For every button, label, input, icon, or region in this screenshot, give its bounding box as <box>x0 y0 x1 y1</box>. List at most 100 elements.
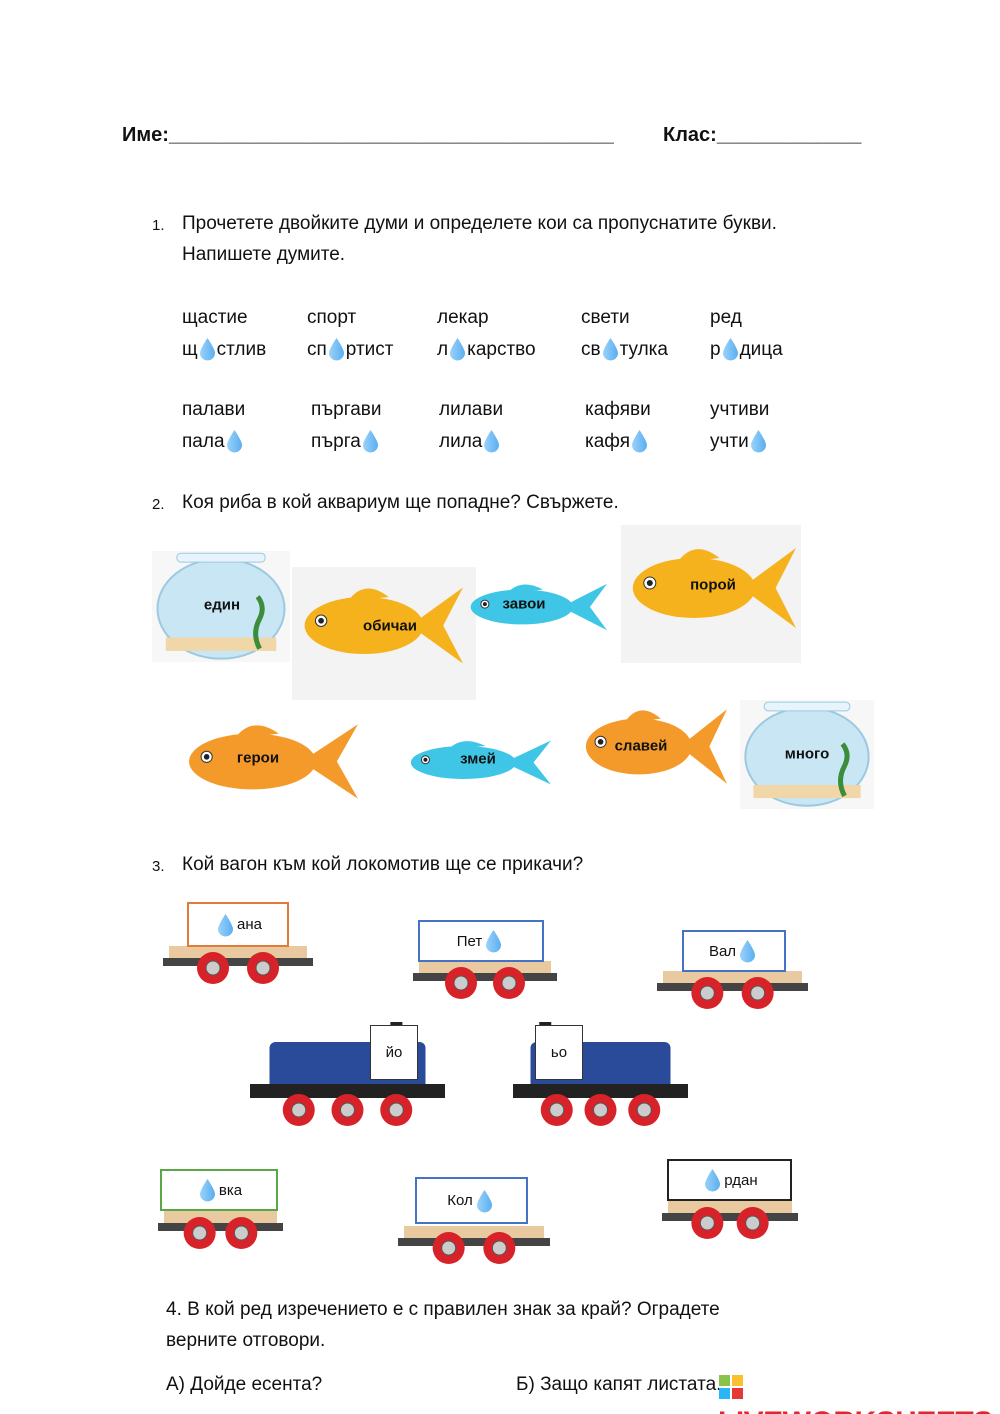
q4-text: 4. В кой ред изречението е с правилен зн… <box>166 1299 720 1320</box>
word-prefix: лила <box>439 431 483 452</box>
word-prefix: л <box>437 339 449 360</box>
fish[interactable]: завои <box>465 578 607 636</box>
word-prefix: кафя <box>585 431 631 452</box>
word-prefix: щ <box>182 339 198 360</box>
wagon-label[interactable]: вка <box>160 1169 278 1211</box>
word: лекар <box>437 307 489 328</box>
name-label: Име: <box>122 124 169 146</box>
word-prefix: пърга <box>311 431 361 452</box>
drop-icon <box>199 337 216 361</box>
word-with-gap[interactable]: лила <box>439 429 501 453</box>
fish[interactable]: герои <box>182 715 358 808</box>
wagon-suffix: ана <box>237 916 262 933</box>
wagon[interactable] <box>662 1195 798 1243</box>
fish-label: обичаи <box>363 617 417 635</box>
drop-icon <box>704 1168 721 1192</box>
word-prefix: пала <box>182 431 225 452</box>
drop-icon <box>362 429 379 453</box>
wagon-suffix: вка <box>218 1181 243 1199</box>
wagon-label[interactable]: рдан <box>667 1159 792 1201</box>
word-suffix: тулка <box>619 339 668 360</box>
class-label: Клас: <box>663 124 717 146</box>
fishbowl[interactable]: един <box>152 551 290 662</box>
drop-icon <box>449 337 466 361</box>
word-with-gap[interactable]: пала <box>182 429 244 453</box>
wagon-label[interactable]: Вал <box>682 930 786 972</box>
q1-text: Прочетете двойките думи и определете кои… <box>182 213 777 234</box>
fish[interactable]: змей <box>405 735 551 790</box>
q2-text: Коя риба в кой аквариум ще попадне? Свър… <box>182 492 619 513</box>
word-prefix: учти <box>710 431 749 452</box>
q3-text: Кой вагон към кой локомотив ще се прикач… <box>182 854 584 875</box>
drop-icon <box>199 1178 216 1202</box>
word: ред <box>710 307 742 328</box>
word-with-gap[interactable]: пърга <box>311 429 380 453</box>
wagon[interactable] <box>158 1205 283 1253</box>
fish[interactable]: славей <box>580 700 727 793</box>
bowl-label: един <box>203 596 241 614</box>
drop-icon <box>602 337 619 361</box>
fish-label: славей <box>614 737 668 755</box>
word: спорт <box>307 307 357 328</box>
wagon-label[interactable]: Кол <box>415 1177 528 1224</box>
wagon-label[interactable]: Пет <box>418 920 544 962</box>
word-suffix: карство <box>467 339 536 360</box>
q2-number: 2. <box>152 496 165 513</box>
drop-icon <box>485 929 502 953</box>
drop-icon <box>328 337 345 361</box>
locomotive-label[interactable]: йо <box>370 1025 418 1080</box>
name-field[interactable]: Име:____________________________________… <box>122 124 614 147</box>
word-suffix: стлив <box>216 339 267 360</box>
wagon-prefix: Кол <box>447 1192 473 1209</box>
wagon[interactable] <box>657 965 808 1015</box>
wagon-prefix: Пет <box>456 932 483 950</box>
class-line: _____________ <box>716 124 862 146</box>
word: щастие <box>182 307 248 328</box>
fish-label: змей <box>460 750 496 768</box>
word: свети <box>581 307 630 328</box>
watermark-text: LIVEWORKSHEETS <box>718 1406 993 1414</box>
word: палави <box>182 399 246 420</box>
locomotive-label[interactable]: ьо <box>535 1025 583 1080</box>
drop-icon <box>476 1189 493 1213</box>
word-prefix: сп <box>307 339 327 360</box>
q1-number: 1. <box>152 217 165 234</box>
liveworksheets-logo: LIVEWORKSHEETS <box>718 1372 1000 1414</box>
drop-icon <box>226 429 243 453</box>
word-suffix: ртист <box>345 339 394 360</box>
q1-text-2: Напишете думите. <box>182 244 346 265</box>
q4-text-2: верните отговори. <box>166 1330 326 1351</box>
word-with-gap[interactable]: л карство <box>437 337 536 361</box>
word-with-gap[interactable]: кафя <box>585 429 649 453</box>
drop-icon <box>217 913 234 937</box>
word: лилави <box>439 399 504 420</box>
bowl-label: много <box>784 745 830 763</box>
answer-b[interactable]: Б) Защо капят листата. <box>516 1374 722 1395</box>
fish[interactable]: порой <box>626 538 796 638</box>
word: учтиви <box>710 399 770 420</box>
q3-number: 3. <box>152 858 165 875</box>
wagon[interactable] <box>398 1220 550 1268</box>
answer-a[interactable]: А) Дойде есента? <box>166 1374 323 1395</box>
name-line: ________________________________________ <box>168 124 614 146</box>
wagon[interactable] <box>413 955 557 1003</box>
drop-icon <box>722 337 739 361</box>
word-with-gap[interactable]: учти <box>710 429 768 453</box>
drop-icon <box>483 429 500 453</box>
fish[interactable]: обичаи <box>298 578 463 673</box>
word-prefix: р <box>710 339 721 360</box>
wagon-label[interactable]: ана <box>187 902 289 947</box>
wagon[interactable] <box>163 940 313 990</box>
word: пъргави <box>311 399 382 420</box>
fishbowl[interactable]: много <box>740 700 874 809</box>
class-field[interactable]: Клас:_____________ <box>663 124 861 147</box>
fish-label: завои <box>502 595 546 613</box>
word-prefix: св <box>581 339 601 360</box>
fish-label: герои <box>236 749 280 767</box>
drop-icon <box>631 429 648 453</box>
